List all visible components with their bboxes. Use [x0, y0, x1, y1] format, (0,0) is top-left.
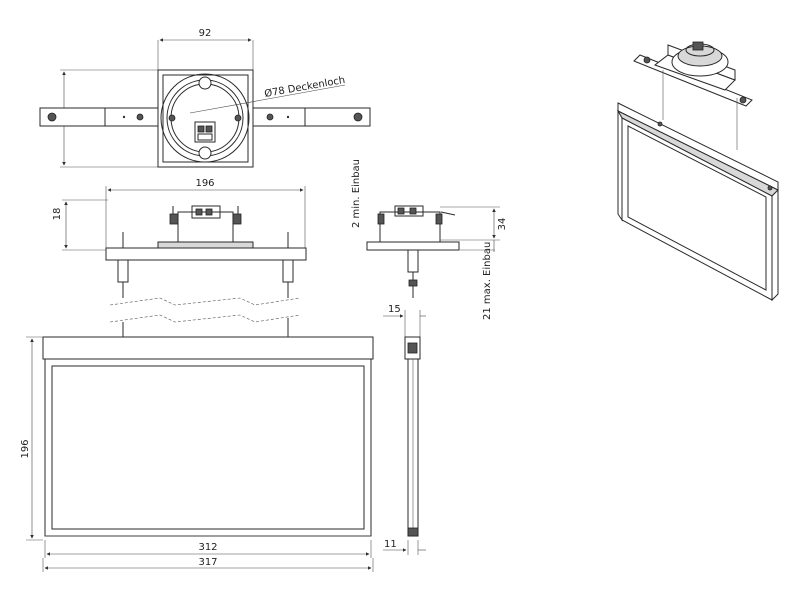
dim-height-18: 18 [52, 208, 63, 221]
label-min-install: 2 min. Einbau [351, 159, 362, 228]
top-view: 92 92 Ø78 Deckenloch [39, 28, 371, 168]
dim-depth-15: 15 [388, 304, 401, 315]
side-view: 196 18 [52, 178, 307, 337]
dim-panel-outer-width: 317 [198, 557, 217, 568]
side-view-small: 2 min. Einbau 34 21 max. Einbau [351, 159, 508, 320]
dim-box-width: 92 [199, 28, 212, 39]
dim-cutout: Ø78 Deckenloch [263, 74, 346, 100]
dim-panel-inner-width: 312 [198, 542, 217, 553]
front-view: 196 312 317 [20, 336, 374, 572]
dim-width-196: 196 [195, 178, 214, 189]
label-max-install: 21 max. Einbau [482, 242, 493, 320]
dim-panel-height: 196 [20, 439, 31, 458]
dim-depth-11: 11 [384, 539, 397, 550]
dim-height-34: 34 [497, 218, 508, 231]
isometric-view [616, 41, 779, 302]
side-profile: 15 11 [383, 304, 426, 555]
